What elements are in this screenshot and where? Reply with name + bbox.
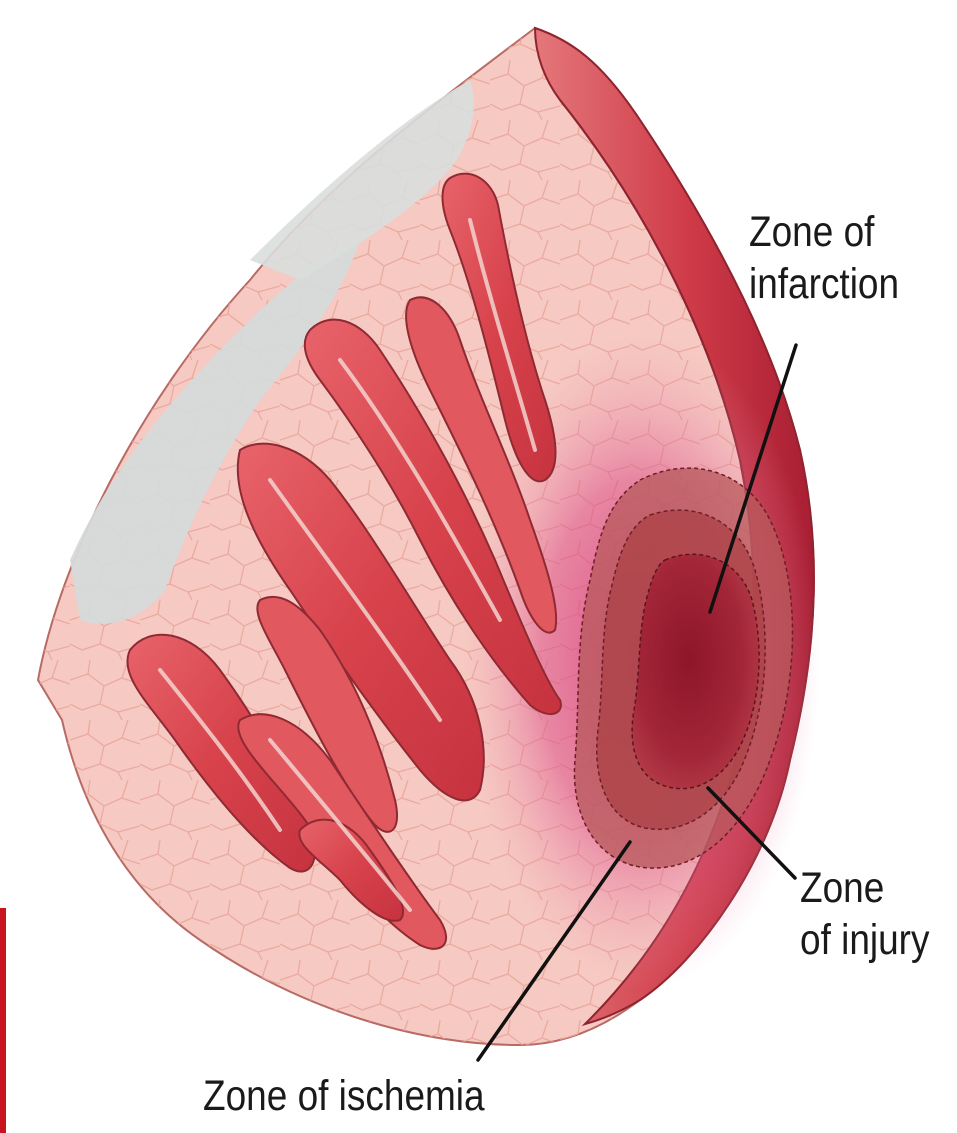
label-zone-of-injury: Zone of injury: [800, 862, 929, 966]
label-zone-of-ischemia: Zone of ischemia: [203, 1070, 485, 1122]
label-line: Zone: [800, 862, 929, 914]
label-zone-of-infarction: Zone of infarction: [749, 206, 899, 310]
label-line: Zone of ischemia: [203, 1070, 485, 1122]
label-line: infarction: [749, 258, 899, 310]
left-accent-bar: [0, 908, 6, 1133]
label-line: Zone of: [749, 206, 899, 258]
label-line: of injury: [800, 914, 929, 966]
